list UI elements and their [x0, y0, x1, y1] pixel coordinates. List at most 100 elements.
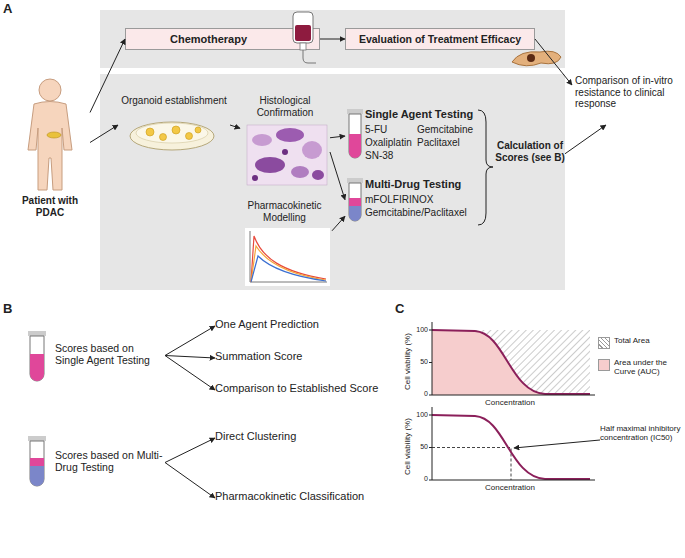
- flow-arrow: [535, 39, 572, 85]
- patient-figure: [39, 79, 61, 101]
- test-tube: [30, 336, 44, 381]
- patient-node: Patient with PDAC: [10, 75, 90, 225]
- histology-image: [282, 149, 288, 155]
- test-tube: [28, 436, 46, 441]
- flow-arrow: [165, 326, 215, 356]
- node-label: Histological Confirmation: [240, 95, 330, 118]
- axis-title: Cell viability (%): [403, 312, 412, 412]
- test-tube: [30, 441, 44, 486]
- histology-image: [247, 125, 327, 185]
- patient-figure: [47, 132, 61, 138]
- auc-chart: [432, 322, 595, 395]
- flow-arrow: [330, 152, 345, 200]
- flow-arrow: [90, 125, 118, 143]
- axis-title: Cell viability (%): [403, 397, 412, 497]
- iv-bag: [300, 43, 306, 50]
- ic50-chart: [429, 415, 432, 480]
- node-detail: 5-FU: [365, 124, 415, 136]
- legend-label: Total Area: [614, 336, 685, 345]
- node-label: Comparison of in-vitro resistance to cli…: [575, 75, 683, 110]
- outcome-node: Comparison of in-vitro resistance to cli…: [572, 75, 685, 125]
- flow-arrow: [230, 125, 240, 128]
- organoid-dish: [130, 122, 214, 150]
- tick-label: 100: [410, 326, 428, 334]
- test-tube: [349, 114, 361, 158]
- pharmacokinetic-chart: [251, 246, 326, 282]
- auc-chart: [432, 330, 590, 394]
- score-source: Scores based on Single Agent Testing: [25, 328, 165, 383]
- panel-band: [100, 10, 565, 68]
- flow-arrow: [90, 39, 125, 113]
- step-node: Calculation of Scores (see B): [495, 140, 565, 195]
- test-tube: [30, 466, 44, 486]
- pancreas-icon: [527, 54, 535, 62]
- axis-title: Concentration: [460, 398, 560, 407]
- test-tube: [349, 183, 361, 221]
- ic50-chart: [432, 415, 590, 479]
- organoid-dish: [195, 127, 201, 133]
- node-detail: mFOLFIRINOX: [365, 194, 480, 206]
- legend-swatch: [598, 359, 610, 371]
- tick-label: 100: [410, 411, 428, 419]
- ic50-chart: [429, 407, 595, 480]
- histology-image: [252, 175, 258, 181]
- legend-entry: Area under the Curve (AUC): [598, 358, 685, 380]
- node-label: Patient with PDAC: [10, 195, 90, 218]
- node-label: Comparison to Established Score: [215, 382, 395, 395]
- node-detail: SN-38: [365, 150, 415, 162]
- testing-node: Single Agent Testing5-FUGemcitabineOxali…: [345, 105, 480, 167]
- test-tube: [347, 178, 363, 221]
- histology-image: [247, 125, 327, 185]
- node-detail: Paclitaxel: [417, 137, 480, 149]
- iv-bag: [303, 50, 316, 63]
- patient-figure: [28, 102, 72, 191]
- iv-bag: [293, 12, 313, 43]
- test-tube: [28, 436, 46, 486]
- leader-arrow: [514, 440, 600, 448]
- auc-chart: [432, 330, 590, 395]
- pharmacokinetic-chart: [251, 236, 326, 282]
- test-tube: [349, 134, 361, 158]
- node-label: Pharmacokinetic Modelling: [237, 200, 332, 223]
- process-box: Chemotherapy: [125, 28, 320, 50]
- histology-image: [252, 134, 272, 146]
- flow-arrow: [165, 356, 215, 391]
- flow-arrow: [165, 463, 215, 499]
- score-method: Comparison to Established Score: [215, 382, 395, 398]
- test-tube: [347, 109, 363, 158]
- histology-image: [312, 170, 324, 180]
- auc-chart: [429, 330, 432, 395]
- pharmacokinetic-chart: [245, 228, 330, 286]
- pharmacokinetic-chart: [251, 256, 326, 282]
- flow-arrow: [332, 216, 345, 231]
- flow-arrow: [565, 125, 606, 154]
- annotation-text: Half maximal inhibitory concentration (I…: [600, 424, 682, 442]
- node-label: Scores based on Single Agent Testing: [55, 342, 163, 366]
- node-label: Chemotherapy: [126, 33, 291, 46]
- tick-label: 50: [410, 358, 428, 366]
- step-node: Organoid establishment: [118, 95, 230, 155]
- auc-chart: [432, 330, 590, 395]
- node-label: One Agent Prediction: [215, 318, 375, 331]
- testing-node: Multi-Drug TestingmFOLFIRINOXGemcitabine…: [345, 175, 480, 230]
- tick-label: 0: [410, 390, 428, 398]
- flow-arrow: [165, 356, 215, 359]
- auc-chart: [429, 322, 595, 395]
- patient-figure: [28, 79, 72, 190]
- organoid-dish: [186, 133, 193, 140]
- process-box: Evaluation of Treatment Efficacy: [345, 28, 535, 50]
- iv-bag: [293, 12, 316, 63]
- node-detail: Gemcitabine: [417, 124, 480, 136]
- panel-letter: A: [3, 2, 23, 17]
- histology-image: [291, 166, 309, 178]
- panel-letter: B: [3, 302, 23, 317]
- iv-bag: [295, 25, 311, 41]
- node-label: Evaluation of Treatment Efficacy: [346, 33, 534, 45]
- node-label: Direct Clustering: [215, 430, 375, 443]
- ic50-chart: [432, 407, 595, 480]
- histology-image: [276, 128, 304, 142]
- node-label: Pharmacokinetic Classification: [215, 490, 395, 503]
